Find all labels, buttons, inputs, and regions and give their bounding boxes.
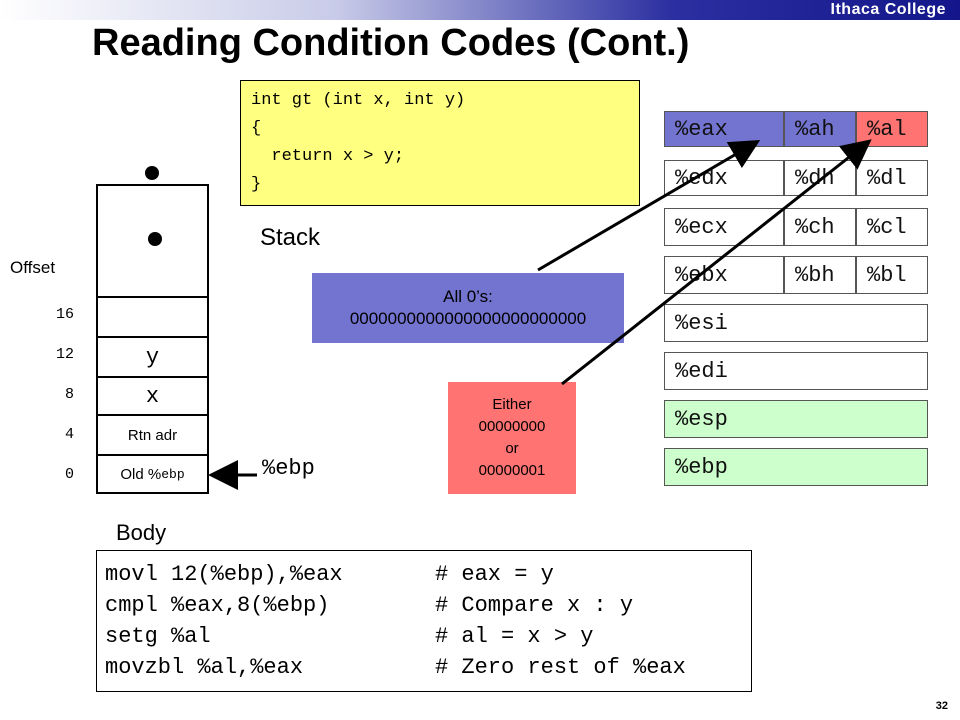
asm-line: movzbl %al,%eax # Zero rest of %eax	[105, 652, 751, 683]
either-line: Either	[492, 396, 532, 413]
old-ebp-prefix: Old %	[120, 465, 162, 483]
asm-line: setg %al # al = x > y	[105, 621, 751, 652]
arrow-zeros-to-ah	[537, 139, 761, 272]
register-ebp: %ebp	[664, 448, 928, 486]
offset-8: 8	[64, 386, 74, 403]
register-ecx: %ecx	[664, 208, 784, 246]
college-logo-text: Ithaca College	[830, 1, 946, 18]
assembly-body-box: movl 12(%ebp),%eax # eax = y cmpl %eax,8(…	[96, 550, 752, 692]
stack-cell-ellipsis	[96, 184, 209, 298]
ellipsis-dot-icon	[145, 166, 159, 180]
slide-title: Reading Condition Codes (Cont.)	[92, 22, 690, 64]
asm-instruction: movzbl %al,%eax	[105, 655, 304, 680]
asm-instruction: setg %al	[105, 624, 211, 649]
register-ch: %ch	[784, 208, 856, 246]
register-ebx: %ebx	[664, 256, 784, 294]
old-ebp-reg: ebp	[161, 466, 185, 482]
c-code-line: {	[251, 119, 262, 138]
either-line: or	[505, 440, 519, 457]
c-code-line: return x > y;	[251, 147, 405, 166]
register-dl: %dl	[856, 160, 928, 196]
all-zeros-value: 0000000000000000000000000	[349, 309, 587, 328]
register-eax: %eax	[664, 111, 784, 147]
stack-cell-y: y	[96, 336, 209, 378]
header-bar: Ithaca College	[0, 0, 960, 20]
either-line: 00000000	[478, 418, 546, 435]
asm-line: cmpl %eax,8(%ebp) # Compare x : y	[105, 590, 751, 621]
asm-instruction: movl 12(%ebp),%eax	[105, 562, 343, 587]
stack-cell-rtn-adr: Rtn adr	[96, 414, 209, 456]
register-edi: %edi	[664, 352, 928, 390]
asm-comment: # al = x > y	[435, 624, 594, 649]
register-cl: %cl	[856, 208, 928, 246]
asm-comment: # eax = y	[435, 562, 554, 587]
offset-4: 4	[64, 426, 74, 443]
all-zeros-box: All 0’s: 0000000000000000000000000	[312, 273, 624, 343]
c-code-line: int gt (int x, int y)	[251, 91, 466, 110]
stack-label: Stack	[260, 224, 321, 251]
ebp-pointer-label: %ebp	[262, 456, 315, 481]
asm-comment: # Compare x : y	[435, 593, 634, 618]
either-line: 00000001	[478, 462, 546, 479]
register-bl: %bl	[856, 256, 928, 294]
offset-16: 16	[55, 306, 74, 323]
register-dh: %dh	[784, 160, 856, 196]
either-box: Either 00000000 or 00000001	[448, 382, 576, 494]
register-ah: %ah	[784, 111, 856, 147]
offset-12: 12	[55, 346, 74, 363]
page-number: 32	[935, 700, 948, 712]
asm-comment: # Zero rest of %eax	[435, 655, 686, 680]
offset-0: 0	[64, 466, 74, 483]
body-label: Body	[116, 520, 167, 545]
stack-cell-old-ebp: Old %ebp	[96, 454, 209, 494]
register-esi: %esi	[664, 304, 928, 342]
stack-cell-x: x	[96, 376, 209, 416]
c-code-line: }	[251, 175, 262, 194]
c-code-box: int gt (int x, int y) { return x > y; }	[240, 80, 640, 206]
register-esp: %esp	[664, 400, 928, 438]
ellipsis-dot-icon	[148, 232, 162, 246]
arrow-either-to-al	[561, 139, 872, 386]
register-bh: %bh	[784, 256, 856, 294]
offset-label: Offset	[10, 258, 56, 277]
all-zeros-title: All 0’s:	[443, 287, 493, 306]
asm-instruction: cmpl %eax,8(%ebp)	[105, 593, 330, 618]
stack-diagram: y x Rtn adr Old %ebp	[96, 184, 209, 496]
asm-line: movl 12(%ebp),%eax # eax = y	[105, 559, 751, 590]
